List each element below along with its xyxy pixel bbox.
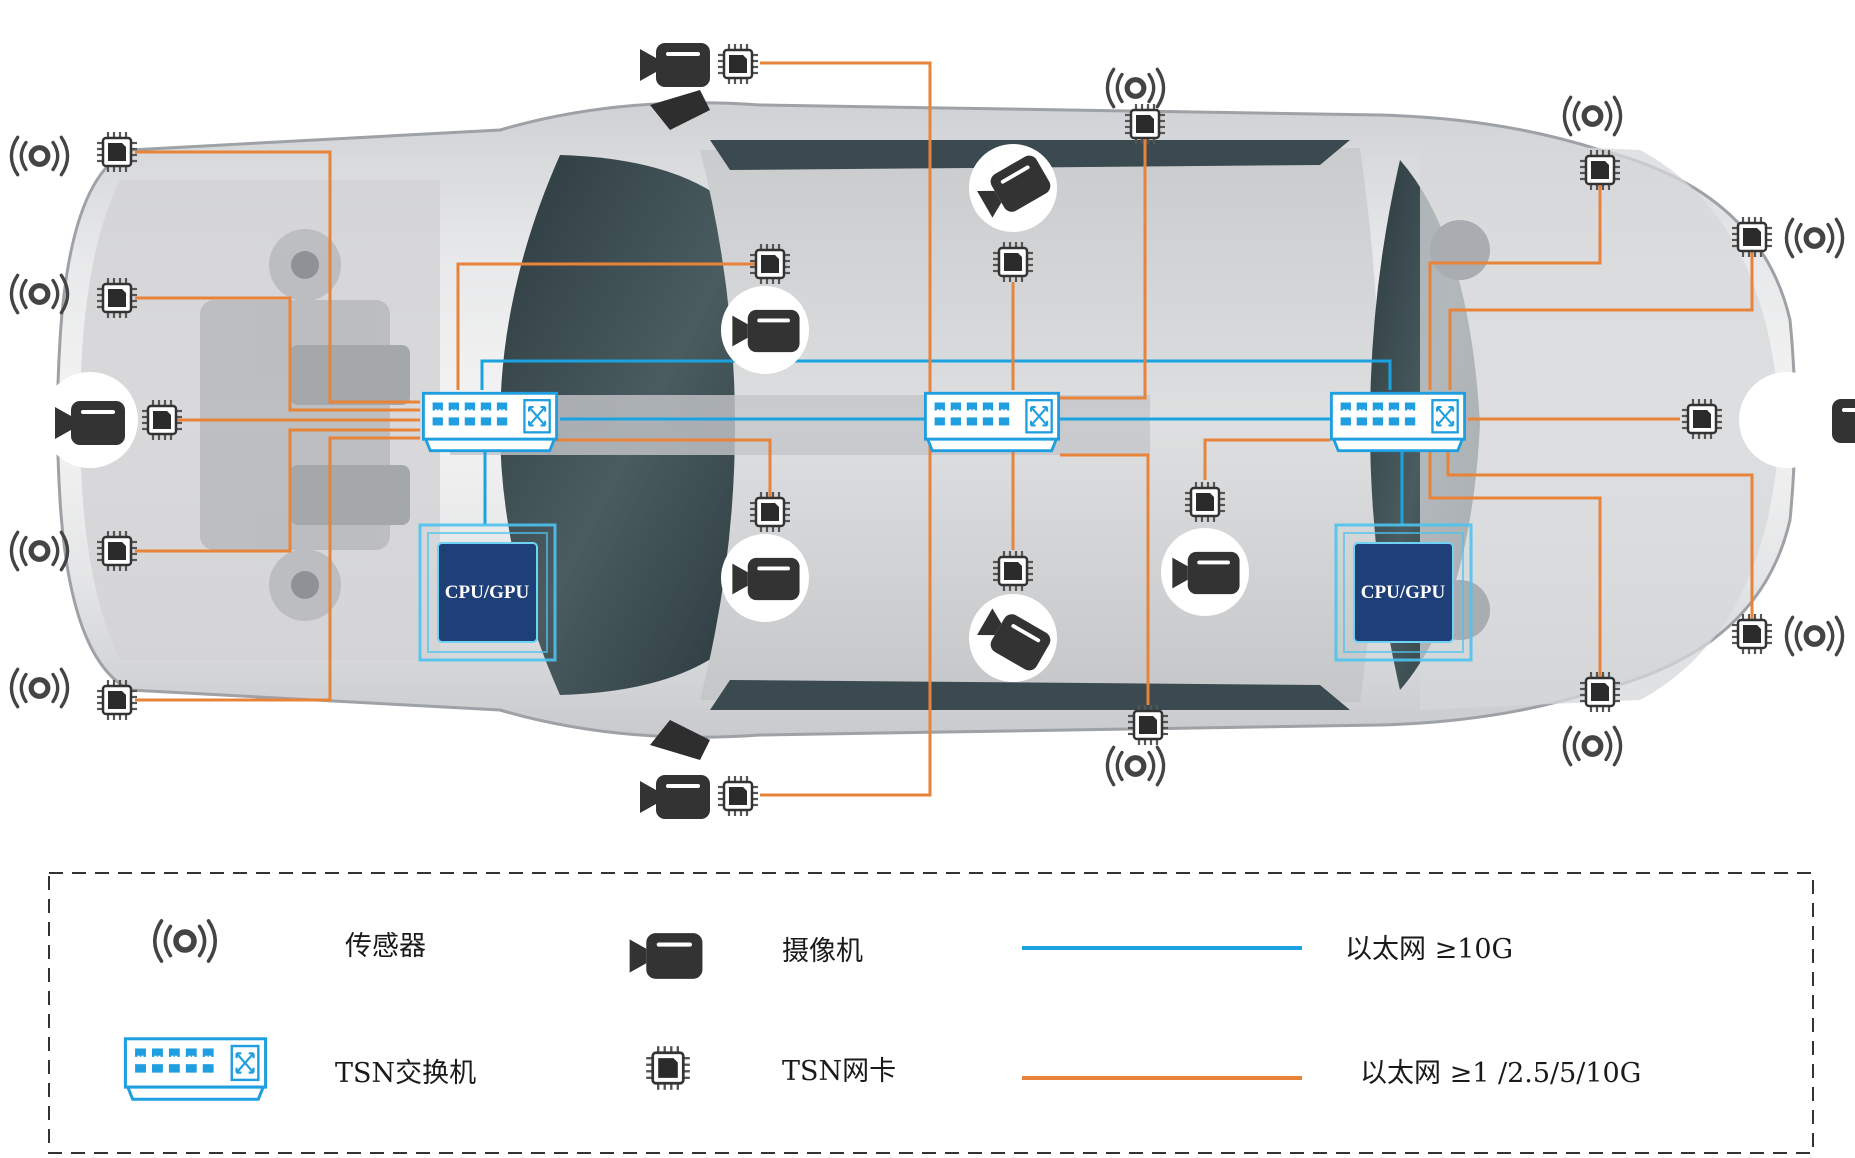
nic-chip-icon: [95, 130, 139, 174]
sensor-waves-icon: [11, 275, 67, 312]
sensor-waves-icon: [1786, 219, 1842, 256]
cpu-gpu-rear: CPU/GPU: [1334, 523, 1473, 662]
sensor-waves-icon: [1786, 617, 1842, 654]
sensor-waves-icon: [1107, 747, 1163, 784]
nic-chip-icon: [716, 42, 760, 86]
tsn-switch-front: [421, 391, 559, 453]
ethernet-10g-links: [480, 359, 1404, 525]
legend-eth-low-label: 以太网 ≥1 /2.5/5/10G: [1360, 1058, 1641, 1089]
nic-chip-icon: [1123, 102, 1167, 146]
cpu-gpu-front: CPU/GPU: [418, 523, 557, 662]
nic-chip-icon: [95, 529, 139, 573]
legend-nic-icon: [644, 1044, 692, 1092]
cpu-gpu-rear-label: CPU/GPU: [1361, 582, 1446, 603]
legend-camera-icon: [629, 933, 703, 979]
sensor-waves-icon: [1564, 97, 1620, 134]
video-camera-icon: [640, 43, 710, 87]
nic-chip-icon: [991, 240, 1035, 284]
legend-switch-label: TSN交换机: [335, 1058, 476, 1089]
nic-chip-icon: [1730, 215, 1774, 259]
nic-chip-icon: [748, 490, 792, 534]
nic-chip-icon: [1578, 670, 1622, 714]
nic-chip-icon: [1578, 148, 1622, 192]
video-camera-icon: [1832, 399, 1855, 443]
legend-nic-label: TSN网卡: [782, 1056, 896, 1087]
nic-chip-icon: [140, 398, 184, 442]
sensor-waves-icon: [1107, 69, 1163, 106]
nic-chip-icon: [95, 276, 139, 320]
video-camera-icon: [640, 775, 710, 819]
sensor-waves-icon: [11, 532, 67, 569]
cpu-gpu-front-label: CPU/GPU: [445, 582, 530, 603]
tsn-switch-rear: [1329, 391, 1467, 453]
legend-sensor-icon: [155, 921, 215, 961]
tsn-switch-center: [923, 391, 1061, 453]
nic-chip-icon: [748, 242, 792, 286]
legend-camera-label: 摄像机: [782, 936, 863, 967]
sensor-waves-icon: [1564, 727, 1620, 764]
cameras: [42, 43, 1855, 819]
legend-switch-icon: [123, 1037, 268, 1101]
nic-chip-icon: [95, 678, 139, 722]
legend-eth-high-label: 以太网 ≥10G: [1345, 934, 1513, 965]
legend: 传感器 摄像机 以太网 ≥10G TSN交换机 TSN网卡 以太网 ≥1 /2.…: [48, 872, 1814, 1154]
nic-chip-icon: [1183, 480, 1227, 524]
nic-chip-icon: [1680, 397, 1724, 441]
sensor-waves-icon: [11, 137, 67, 174]
nic-chip-icon: [1730, 612, 1774, 656]
nic-chip-icon: [716, 774, 760, 818]
sensor-waves-icon: [11, 669, 67, 706]
nic-chip-icon: [1126, 703, 1170, 747]
legend-sensor-label: 传感器: [345, 931, 426, 962]
nic-chip-icon: [991, 549, 1035, 593]
